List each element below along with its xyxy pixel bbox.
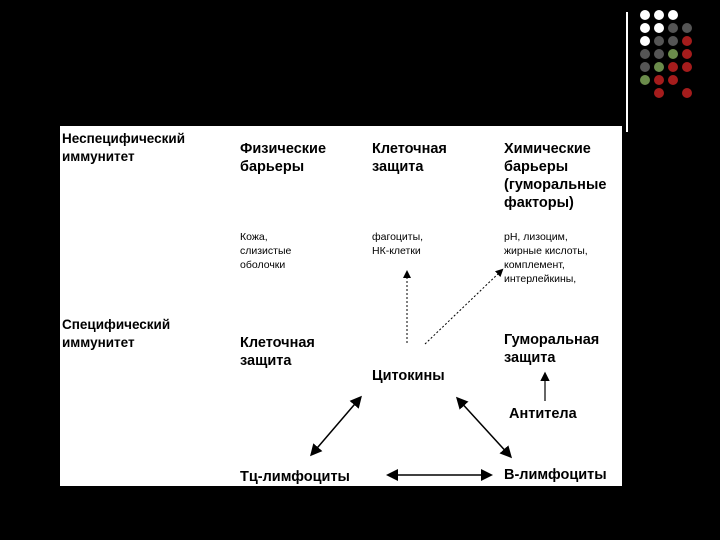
decorative-dot — [640, 23, 650, 33]
decorative-dot — [640, 10, 650, 20]
decorative-dot — [640, 62, 650, 72]
label-cytokines: Цитокины — [372, 367, 445, 385]
decorative-dot — [654, 23, 664, 33]
accent-vertical-line — [626, 12, 628, 132]
decorative-dot — [654, 36, 664, 46]
decorative-dot — [640, 49, 650, 59]
decorative-dot — [682, 62, 692, 72]
detail-chemical: pH, лизоцим,жирные кислоты,комплемент,ин… — [504, 230, 588, 286]
decorative-dot — [654, 49, 664, 59]
decorative-dot-grid — [640, 10, 710, 120]
decorative-dot — [654, 75, 664, 85]
arrow-cytokines-b — [458, 399, 510, 456]
label-antibodies: Антитела — [509, 405, 577, 423]
decorative-dot — [654, 62, 664, 72]
decorative-dot — [668, 49, 678, 59]
decorative-dot — [640, 75, 650, 85]
decorative-dot — [668, 75, 678, 85]
decorative-dot — [682, 36, 692, 46]
arrow-cytokines-tc — [312, 398, 360, 454]
decorative-dot — [682, 49, 692, 59]
label-b-lymphocytes: В-лимфоциты — [504, 466, 607, 484]
decorative-dot — [682, 23, 692, 33]
decorative-dot — [668, 23, 678, 33]
decorative-dot — [668, 36, 678, 46]
detail-cellular: фагоциты,НК-клетки — [372, 230, 423, 258]
arrow-cytokines-to-chemical — [425, 270, 502, 344]
decorative-dot — [654, 10, 664, 20]
decorative-dot — [668, 62, 678, 72]
decorative-dot — [640, 36, 650, 46]
decorative-dot — [654, 88, 664, 98]
decorative-dot — [682, 88, 692, 98]
label-tc-lymphocytes: Тц-лимфоциты — [240, 468, 350, 486]
decorative-dot — [668, 10, 678, 20]
